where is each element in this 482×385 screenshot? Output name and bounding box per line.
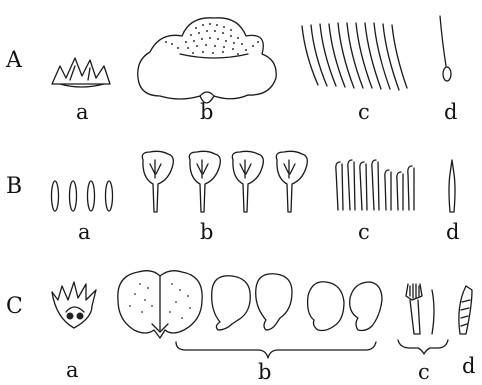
row-c-pistil xyxy=(459,286,472,334)
row-c-b-bracket xyxy=(176,342,376,358)
row-a-filaments xyxy=(302,23,407,90)
row-b-label-b: b xyxy=(200,222,213,243)
row-c-c-bracket xyxy=(398,340,448,354)
row-c-label-b: b xyxy=(258,362,271,383)
row-a-corolla xyxy=(138,18,276,103)
row-a-label-d: d xyxy=(444,102,457,123)
row-label-c: C xyxy=(6,296,23,318)
row-a-label-a: a xyxy=(76,102,89,123)
row-c-label-c: c xyxy=(418,362,430,383)
row-a-calyx xyxy=(52,58,110,87)
row-a-label-b: b xyxy=(200,102,213,123)
row-a-pistil xyxy=(440,16,451,81)
row-c-label-a: a xyxy=(66,360,79,381)
row-b-label-c: c xyxy=(358,222,370,243)
row-b-label-d: d xyxy=(446,222,459,243)
row-b-pistil xyxy=(449,160,455,212)
row-c-flower xyxy=(52,282,96,328)
row-a-corolla-spots xyxy=(165,23,259,55)
row-b-sepals xyxy=(52,181,113,211)
row-c-petals xyxy=(118,271,382,338)
row-label-b: B xyxy=(6,176,22,198)
row-b-label-a: a xyxy=(78,222,91,243)
row-c-stamens xyxy=(406,284,434,334)
row-b-stamens xyxy=(336,160,414,210)
row-c-label-d: d xyxy=(462,356,475,377)
row-b-petals xyxy=(142,151,307,212)
row-a-label-c: c xyxy=(358,102,370,123)
row-label-a: A xyxy=(6,50,22,72)
